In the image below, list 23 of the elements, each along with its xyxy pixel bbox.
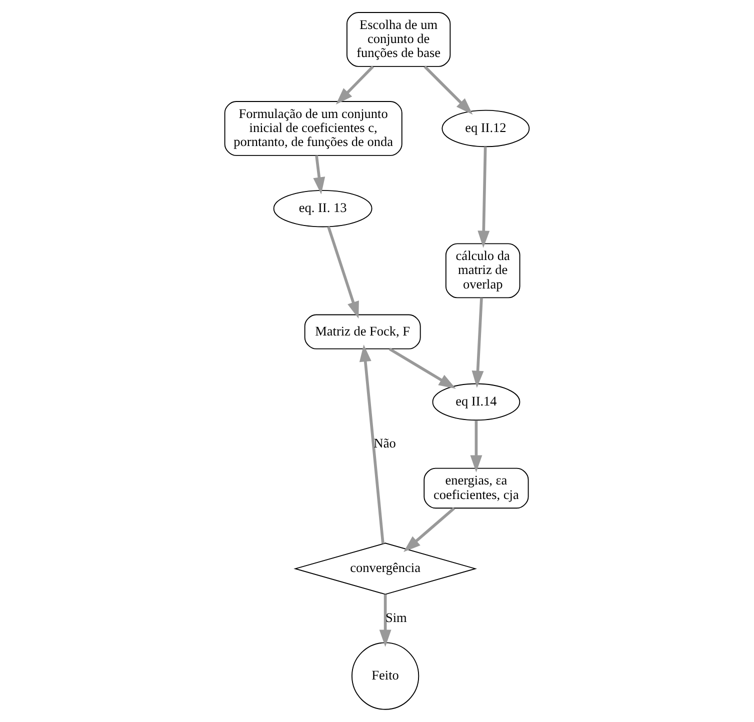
node-ellipse: eq. II. 13: [273, 190, 372, 228]
node-circle: Feito: [351, 642, 420, 710]
arrow: [404, 507, 456, 552]
node-box: Escolha de um conjunto de funções de base: [346, 12, 451, 67]
arrow: [327, 226, 359, 319]
arrow: [379, 594, 392, 647]
arrow: [424, 66, 473, 115]
arrow: [313, 155, 326, 194]
node-box: Formulação de um conjunto inicial de coeficientes c, porntanto, de funções de onda: [224, 101, 402, 156]
node-box: Matriz de Fock, F: [304, 314, 421, 350]
arrow: [336, 66, 374, 104]
edge-label: Não: [374, 436, 396, 451]
node-box: cálculo da matriz de overlap: [445, 243, 520, 298]
node-ellipse: eq II.12: [442, 110, 530, 148]
arrow: [388, 348, 456, 389]
node-box: energias, εa coeficientes, cja: [424, 468, 529, 509]
arrow: [359, 344, 384, 544]
arrow: [470, 420, 482, 472]
node-diamond: convergência: [294, 542, 477, 595]
edge-label: Sim: [386, 610, 407, 625]
arrow: [478, 146, 490, 248]
arrow: [472, 298, 484, 388]
node-ellipse: eq II.14: [432, 383, 520, 421]
